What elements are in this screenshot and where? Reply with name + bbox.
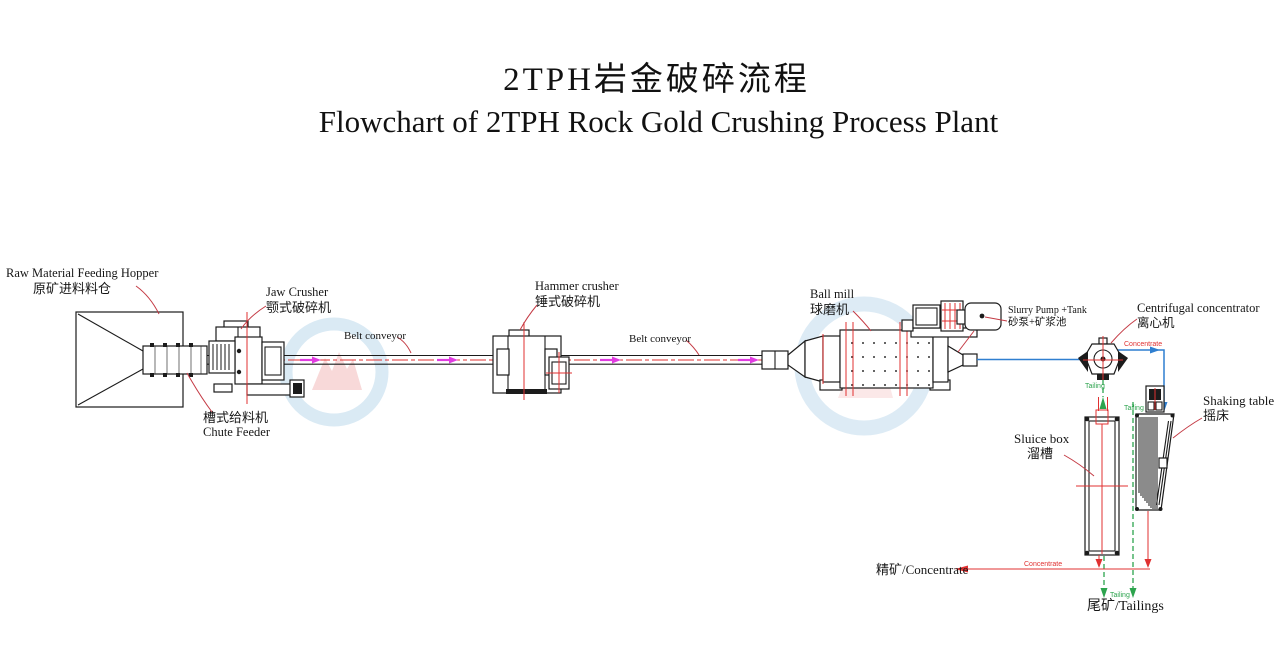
- shaking-table-head-drawing: [1145, 385, 1165, 413]
- slurry-line: [977, 346, 1168, 412]
- chute-feeder-drawing: [142, 343, 208, 377]
- output-concentrate: 精矿/Concentrate: [876, 562, 969, 577]
- title-english: Flowchart of 2TPH Rock Gold Crushing Pro…: [318, 104, 999, 139]
- tailing-lines: [1098, 380, 1137, 598]
- diagram-titles: 2TPH岩金破碎流程 Flowchart of 2TPH Rock Gold C…: [0, 0, 1283, 140]
- flow-label-tailing-1: Tailing: [1085, 383, 1105, 390]
- flow-label-tailing-3: Tailing: [1110, 592, 1130, 599]
- flow-label-tailing-2: Tailing: [1124, 405, 1144, 412]
- sluice-box-drawing: [1076, 409, 1128, 556]
- concentrate-lines: [955, 511, 1152, 573]
- output-tailings: 尾矿/Tailings: [1087, 599, 1164, 614]
- jaw-crusher-drawing: [208, 312, 305, 404]
- label-belt-conveyor-2: Belt conveyor: [629, 333, 692, 345]
- shaking-table-drawing: [1135, 413, 1175, 511]
- material-flow-arrows: [300, 356, 759, 364]
- flow-label-concentrate-2: Concentrate: [1024, 561, 1063, 568]
- centrifugal-concentrator-drawing: [1078, 336, 1128, 384]
- label-hammer-crusher: Hammer crusher 锤式破碎机: [535, 279, 619, 309]
- title-chinese: 2TPH岩金破碎流程: [503, 62, 810, 98]
- label-belt-conveyor-1: Belt conveyor: [344, 330, 407, 342]
- label-chute-feeder: 槽式给料机 Chute Feeder: [203, 410, 270, 440]
- label-slurry-pump-tank: Slurry Pump +Tank 砂泵+矿浆池: [1008, 305, 1087, 328]
- label-sluice-box: Sluice box 溜槽: [1014, 431, 1070, 462]
- logo-watermark-1: [279, 317, 389, 427]
- label-shaking-table: Shaking table 摇床: [1203, 393, 1275, 424]
- label-ball-mill: Ball mill 球磨机: [810, 287, 855, 317]
- hammer-crusher-drawing: [492, 322, 572, 400]
- slurry-pump-tank-drawing: [901, 300, 1002, 353]
- label-centrifugal-concentrator: Centrifugal concentrator 离心机: [1137, 301, 1260, 330]
- ball-mill-drawing: [804, 322, 978, 396]
- label-raw-material-feeding-hopper: Raw Material Feeding Hopper 原矿进料料仓: [6, 266, 159, 296]
- ball-mill-feed-drawing: [761, 339, 806, 379]
- label-leaders: [135, 285, 1203, 477]
- flow-label-concentrate-1: Concentrate: [1124, 341, 1163, 348]
- label-jaw-crusher: Jaw Crusher 颚式破碎机: [266, 285, 332, 315]
